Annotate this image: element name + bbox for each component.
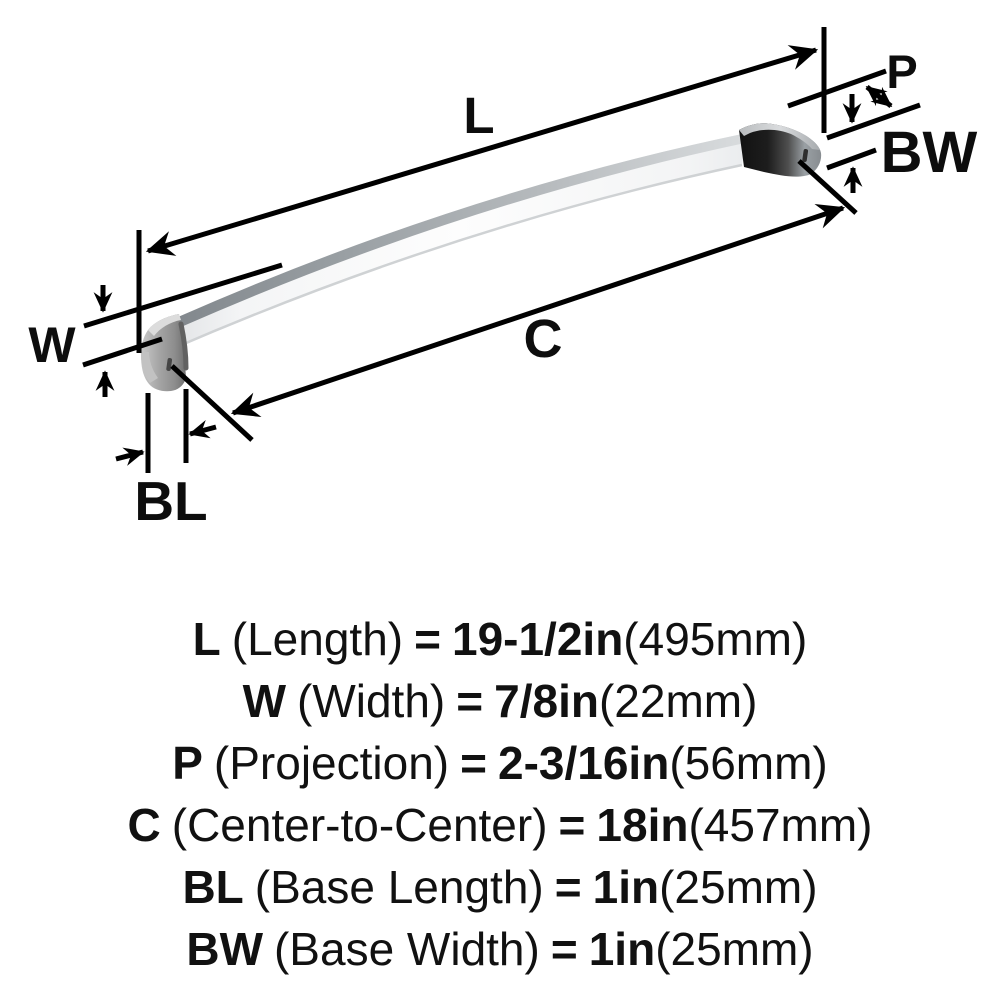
- spec-code: P: [172, 737, 203, 789]
- dimension-lines: [82, 27, 921, 473]
- label-width: W: [28, 317, 76, 373]
- spec-row-projection: P(Projection)=2-3/16in(56mm): [0, 732, 1000, 794]
- spec-legend: L(Length)=19-1/2in(495mm) W(Width)=7/8in…: [0, 608, 1000, 980]
- spec-code: BW: [186, 923, 263, 975]
- spec-metric-value: (22mm): [598, 675, 758, 727]
- spec-equals: =: [554, 861, 582, 913]
- spec-label: (Base Width): [273, 923, 540, 975]
- spec-label: (Center-to-Center): [171, 799, 548, 851]
- label-center: C: [524, 309, 563, 369]
- spec-label: (Width): [297, 675, 446, 727]
- c-dimension-line: [230, 203, 846, 418]
- spec-imperial-value: 7/8in: [494, 675, 599, 727]
- spec-row-center-to-center: C(Center-to-Center)=18in(457mm): [0, 794, 1000, 856]
- spec-label: (Base Length): [254, 861, 544, 913]
- w-bottom-line: [82, 336, 163, 368]
- spec-metric-value: (25mm): [659, 861, 818, 913]
- spec-equals: =: [550, 923, 578, 975]
- spec-equals: =: [558, 799, 586, 851]
- spec-metric-value: (25mm): [655, 923, 814, 975]
- spec-label: (Projection): [213, 737, 450, 789]
- label-base-width: BW: [881, 120, 978, 185]
- dimension-diagram: L W P C BL BW: [28, 27, 978, 532]
- spec-imperial-value: 19-1/2in: [451, 613, 624, 665]
- bl-left-arrow: [188, 419, 217, 439]
- bw-line: [826, 147, 877, 171]
- spec-equals: =: [414, 613, 441, 665]
- spec-code: L: [192, 613, 221, 665]
- spec-imperial-value: 1in: [592, 861, 660, 913]
- spec-metric-value: (495mm): [623, 613, 808, 665]
- spec-imperial-value: 18in: [596, 799, 689, 851]
- spec-code: C: [127, 799, 161, 851]
- spec-equals: =: [460, 737, 487, 789]
- spec-row-base-length: BL(Base Length)=1in(25mm): [0, 856, 1000, 918]
- p-bottom-line: [826, 102, 921, 141]
- spec-code: BL: [182, 861, 244, 913]
- callout-labels: L W P C BL BW: [28, 45, 977, 532]
- spec-metric-value: (457mm): [688, 799, 873, 851]
- handle-left-foot-crease: [178, 321, 189, 371]
- left-foot-diagonal-line: [170, 364, 254, 442]
- label-base-length: BL: [134, 470, 207, 532]
- p-diagonal-double-arrow: [865, 85, 893, 108]
- spec-row-length: L(Length)=19-1/2in(495mm): [0, 608, 1000, 670]
- label-projection: P: [886, 45, 917, 98]
- spec-row-base-width: BW(Base Width)=1in(25mm): [0, 918, 1000, 980]
- handle-left-foot-facet: [141, 352, 158, 383]
- spec-imperial-value: 2-3/16in: [498, 737, 670, 789]
- spec-metric-value: (56mm): [669, 737, 828, 789]
- handle-left-foot-flare-highlight: [148, 314, 181, 336]
- bl-right-arrow: [115, 447, 145, 466]
- label-length: L: [463, 87, 494, 144]
- spec-row-width: W(Width)=7/8in(22mm): [0, 670, 1000, 732]
- spec-code: W: [242, 675, 287, 727]
- spec-label: (Length): [231, 613, 404, 665]
- spec-imperial-value: 1in: [588, 923, 656, 975]
- spec-equals: =: [456, 675, 484, 727]
